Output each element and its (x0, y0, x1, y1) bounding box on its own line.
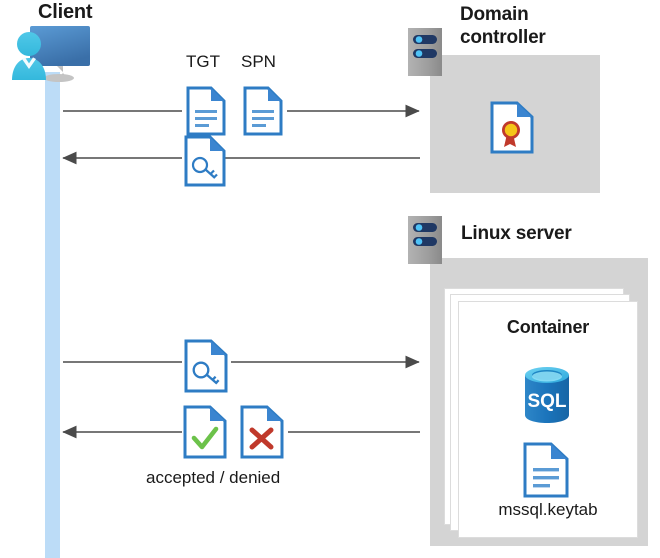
label-mssql-keytab: mssql.keytab (498, 500, 598, 519)
server-rack-icon-dc (408, 28, 442, 76)
document-key-icon-request (184, 339, 228, 393)
document-icon-keytab (523, 442, 569, 498)
document-key-icon-ticket (184, 135, 226, 187)
client-user-monitor-icon (8, 24, 110, 86)
svg-text:SQL: SQL (527, 391, 566, 412)
certificate-document-icon (490, 101, 534, 154)
page-title-domain-controller: Domain controller (460, 3, 610, 49)
document-icon-tgt (186, 86, 226, 136)
document-check-icon-accepted (183, 405, 227, 459)
document-icon-spn (243, 86, 283, 136)
page-title-container: Container (506, 317, 590, 337)
server-rack-icon-linux (408, 216, 442, 264)
page-title-client: Client (38, 1, 93, 23)
domain-controller-title-line2: controller (460, 27, 546, 48)
client-lifeline (45, 72, 60, 558)
domain-controller-title-line1: Domain (460, 4, 529, 25)
document-x-icon-denied (240, 405, 284, 459)
container-card-content: Container (459, 316, 637, 339)
page-title-linux-server: Linux server (461, 223, 572, 244)
caption-accepted-denied: accepted / denied (146, 468, 281, 487)
container-card-front: Container (458, 301, 638, 538)
label-spn: SPN (241, 52, 276, 71)
label-tgt: TGT (186, 52, 220, 71)
sql-database-icon: SQL (515, 364, 579, 426)
